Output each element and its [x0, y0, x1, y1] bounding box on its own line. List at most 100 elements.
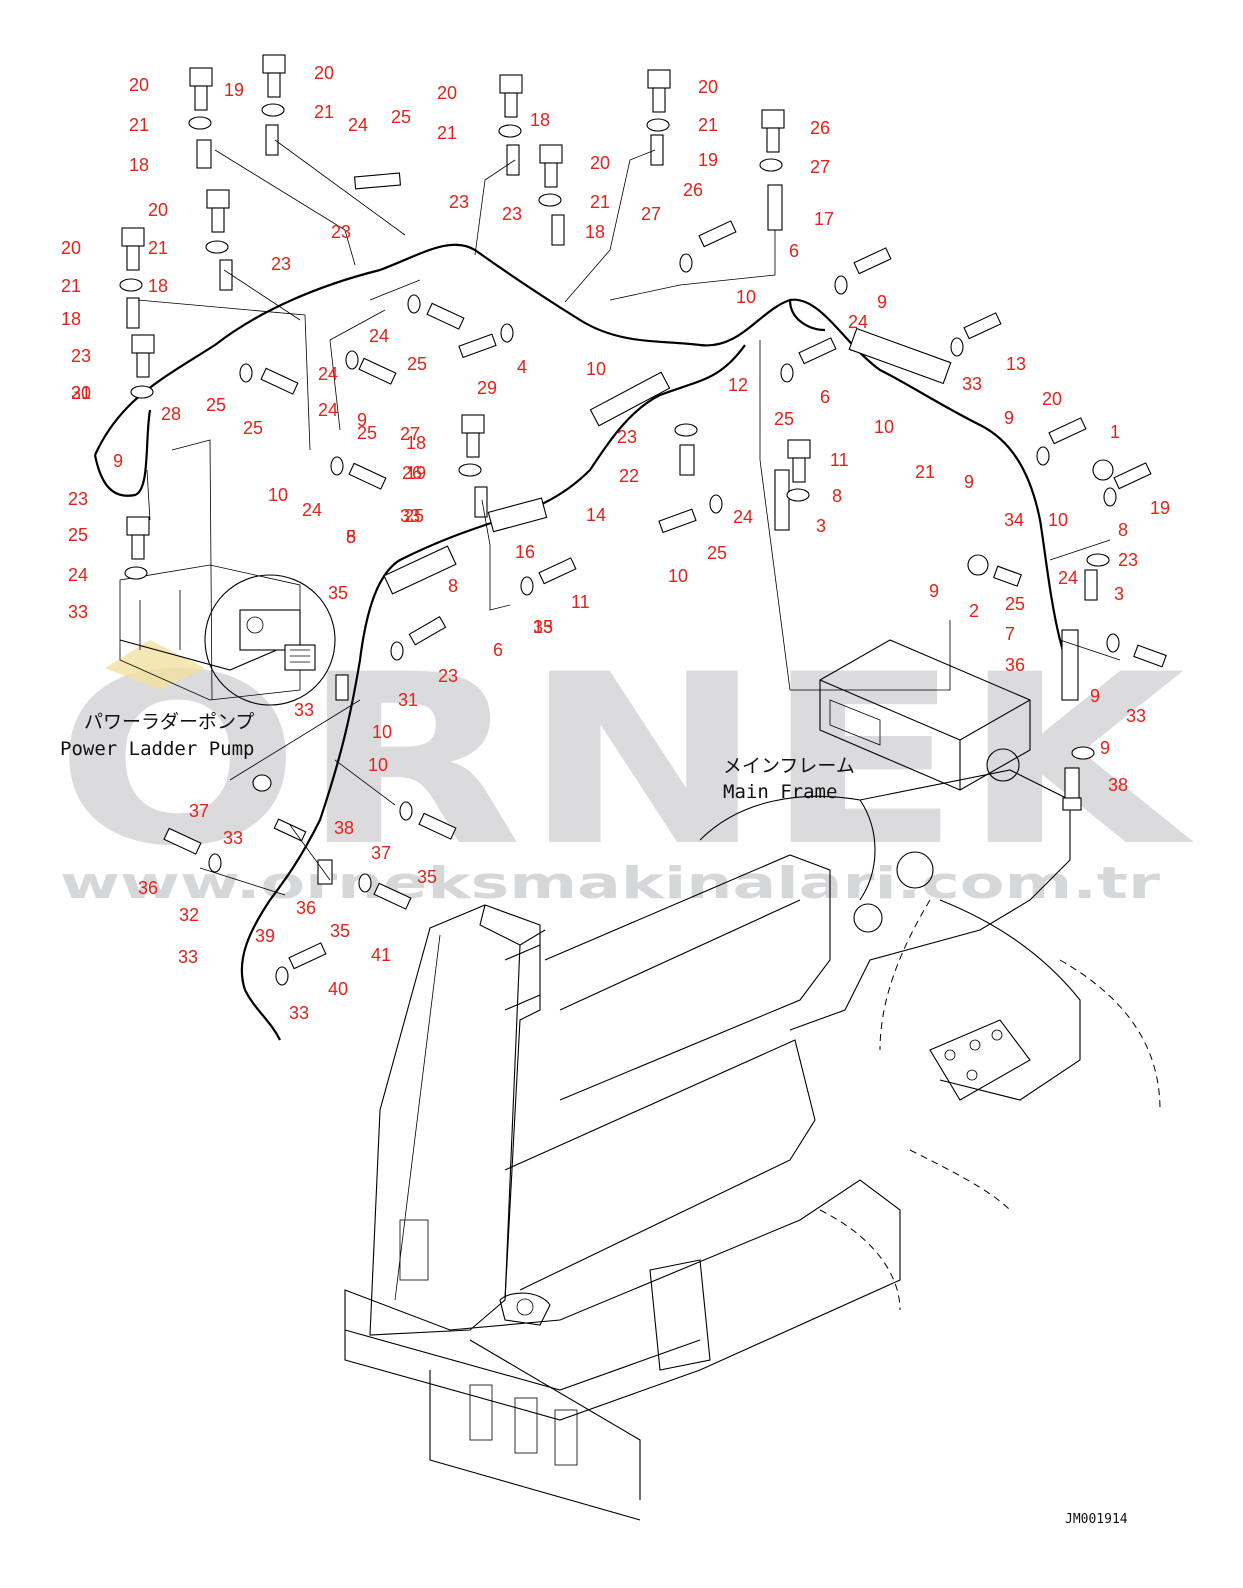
callout: 24 — [348, 115, 368, 135]
callout: 20 — [148, 200, 168, 220]
callout: 15 — [533, 617, 553, 637]
callout: 41 — [371, 945, 391, 965]
callout: 22 — [619, 466, 639, 486]
main-frame-drawing — [344, 639, 1161, 1521]
callout: 6 — [493, 640, 503, 660]
callout: 39 — [255, 926, 275, 946]
callout: 31 — [398, 690, 418, 710]
callout: 3 — [1114, 584, 1124, 604]
callout: 24 — [302, 500, 322, 520]
frame-caption-en: Main Frame — [723, 781, 837, 803]
callout: 25 — [391, 107, 411, 127]
callout: 10 — [668, 566, 688, 586]
callout: 10 — [1048, 510, 1068, 530]
callout: 10 — [586, 359, 606, 379]
callout: 18 — [148, 276, 168, 296]
callout: 6 — [820, 387, 830, 407]
callout: 25 — [404, 506, 424, 526]
callout: 8 — [832, 486, 842, 506]
callout: 25 — [68, 525, 88, 545]
callout: 21 — [437, 123, 457, 143]
callout: 1 — [1110, 422, 1120, 442]
watermark: ORNEK www.orneksmakinalari.com.tr — [55, 625, 1195, 909]
callout: 21 — [148, 238, 168, 258]
callout: 27 — [400, 424, 420, 444]
callout: 16 — [515, 542, 535, 562]
callout: 23 — [438, 666, 458, 686]
callout: 40 — [328, 979, 348, 999]
callout: 33 — [68, 602, 88, 622]
callout: 10 — [372, 722, 392, 742]
callout: 19 — [224, 80, 244, 100]
callout: 24 — [68, 565, 88, 585]
callout: 24 — [369, 326, 389, 346]
callout: 10 — [268, 485, 288, 505]
callout: 37 — [189, 801, 209, 821]
callout: 20 — [437, 83, 457, 103]
callout: 8 — [1118, 520, 1128, 540]
callout: 9 — [113, 451, 123, 471]
callout: 33 — [289, 1003, 309, 1023]
callout: 23 — [502, 204, 522, 224]
captions: パワーラダーポンプ Power Ladder Pump メインフレーム Main… — [60, 711, 1128, 1527]
callout: 8 — [448, 576, 458, 596]
callout: 35 — [330, 921, 350, 941]
callout: 17 — [814, 209, 834, 229]
callout: 38 — [1108, 775, 1128, 795]
pump-caption-jp: パワーラダーポンプ — [84, 711, 254, 733]
callout: 36 — [138, 878, 158, 898]
callout: 10 — [874, 417, 894, 437]
callout: 9 — [357, 410, 367, 430]
frame-caption-jp: メインフレーム — [723, 755, 855, 777]
callout: 9 — [877, 292, 887, 312]
callout: 33 — [294, 700, 314, 720]
callout: 9 — [929, 581, 939, 601]
callouts: 20 19 20 21 21 18 24 25 20 21 18 20 21 1… — [61, 63, 1170, 1023]
leader-lines — [137, 139, 1121, 896]
callout: 19 — [406, 463, 426, 483]
callout: 20 — [698, 77, 718, 97]
callout: 10 — [736, 287, 756, 307]
callout: 21 — [71, 383, 91, 403]
callout: 7 — [1005, 624, 1015, 644]
callout: 9 — [1004, 408, 1014, 428]
callout: 28 — [161, 404, 181, 424]
wiring-harness — [93, 184, 1079, 1041]
callout: 23 — [449, 192, 469, 212]
callout: 4 — [517, 357, 527, 377]
callout: 18 — [61, 309, 81, 329]
callout: 34 — [1004, 510, 1024, 530]
callout: 19 — [698, 150, 718, 170]
callout: 21 — [314, 102, 334, 122]
watermark-brand: ORNEK — [55, 625, 1195, 898]
callout: 23 — [1118, 550, 1138, 570]
callout: 32 — [179, 905, 199, 925]
callout: 9 — [1100, 738, 1110, 758]
callout: 25 — [1005, 594, 1025, 614]
callout: 9 — [964, 472, 974, 492]
callout: 23 — [271, 254, 291, 274]
watermark-logo-mark — [105, 640, 205, 690]
watermark-url: www.orneksmakinalari.com.tr — [60, 858, 1160, 909]
callout: 23 — [331, 222, 351, 242]
pump-inset — [119, 564, 336, 706]
callout: 25 — [357, 423, 377, 443]
callout: 29 — [477, 378, 497, 398]
callout: 18 — [406, 433, 426, 453]
callout: 25 — [243, 418, 263, 438]
callout: 33 — [223, 828, 243, 848]
callout: 26 — [810, 118, 830, 138]
callout: 33 — [962, 374, 982, 394]
callout: 18 — [585, 222, 605, 242]
fasteners — [119, 54, 1167, 986]
callout: 8 — [346, 527, 356, 547]
callout: 6 — [789, 241, 799, 261]
callout: 25 — [774, 409, 794, 429]
callout: 11 — [571, 592, 590, 612]
callout: 12 — [728, 375, 748, 395]
callout: 33 — [1126, 706, 1146, 726]
callout: 24 — [733, 507, 753, 527]
callout: 26 — [683, 180, 703, 200]
callout: 25 — [206, 395, 226, 415]
